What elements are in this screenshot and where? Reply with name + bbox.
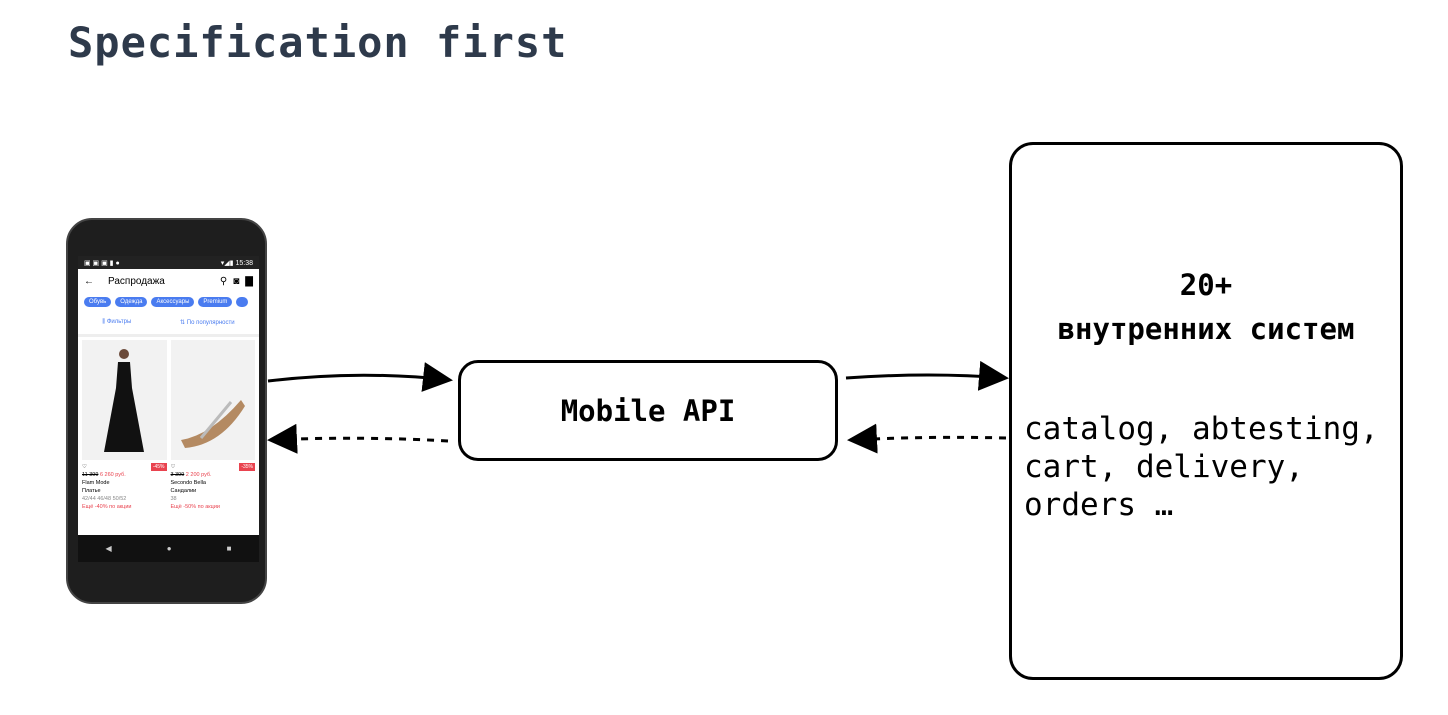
phone-mockup: ▣ ▣ ▣ ▮ ● ▾◢▮ 15:38 ← Распродажа ⚲ ◙ ▇ Об… xyxy=(66,218,267,604)
mobile-api-label: Mobile API xyxy=(560,393,736,428)
chip[interactable]: Одежда xyxy=(115,297,148,307)
systems-label: внутренних систем xyxy=(1057,312,1355,346)
discount-badge: -45% xyxy=(150,463,167,471)
search-icon[interactable]: ⚲ xyxy=(219,275,228,287)
filter-sort-bar: ⫼ Фильтры ⇅ По популярности xyxy=(78,311,259,337)
product-image-dress xyxy=(82,340,167,460)
product-card[interactable]: ♡ -35% 3 399 2 200 руб. Secondo Bella Сан… xyxy=(170,340,255,511)
chip[interactable]: Аксессуары xyxy=(151,297,195,307)
app-bar: ← Распродажа ⚲ ◙ ▇ xyxy=(78,269,259,293)
sort-icon: ⇅ xyxy=(180,320,187,326)
slide-title: Specification first xyxy=(68,18,568,67)
price: 2 200 руб. xyxy=(185,472,212,478)
discount-badge: -35% xyxy=(239,463,255,471)
category-chips: Обувь Одежда Аксессуары Premium xyxy=(78,293,259,311)
product-grid: ♡-45% 11 399 6 260 руб. Flam Mode Платье… xyxy=(78,337,259,514)
old-price: 11 399 xyxy=(82,472,99,478)
filters-button[interactable]: ⫼ Фильтры xyxy=(102,319,131,326)
phone-screen: ▣ ▣ ▣ ▮ ● ▾◢▮ 15:38 ← Распродажа ⚲ ◙ ▇ Об… xyxy=(78,256,259,562)
status-bar: ▣ ▣ ▣ ▮ ● ▾◢▮ 15:38 xyxy=(78,256,259,269)
home-icon[interactable]: ● xyxy=(166,544,172,553)
systems-list-line: catalog, abtesting, xyxy=(1024,411,1379,447)
product-image-sandal xyxy=(170,340,255,460)
product-card[interactable]: ♡ -45% 11 399 6 260 руб. Flam Mode Платье… xyxy=(82,340,167,511)
response-arrow-systems-to-api xyxy=(847,423,1007,454)
heart-icon[interactable]: ♡ xyxy=(170,464,176,470)
systems-list-line: cart, delivery, xyxy=(1024,449,1304,485)
back-arrow-icon[interactable]: ← xyxy=(84,275,94,287)
chip[interactable] xyxy=(236,297,249,307)
request-arrow-phone-to-api xyxy=(267,362,453,392)
heart-icon[interactable]: ♡ xyxy=(82,464,87,470)
screen-title: Распродажа xyxy=(108,275,165,287)
sort-label: По популярности xyxy=(186,320,235,326)
chip[interactable]: Обувь xyxy=(84,297,112,307)
filters-label: Фильтры xyxy=(106,319,132,325)
notification-icons: ▣ ▣ ▣ ▮ ● xyxy=(84,259,120,267)
systems-list-line: orders … xyxy=(1024,487,1174,523)
sizes: 38 xyxy=(170,496,177,502)
internal-systems-box: 20+ внутренних систем catalog, abtesting,… xyxy=(1009,142,1403,680)
systems-count: 20+ xyxy=(1179,268,1233,302)
product-type: Платье xyxy=(82,488,101,494)
recents-icon[interactable]: ■ xyxy=(226,544,232,553)
request-arrow-api-to-systems xyxy=(845,360,1009,391)
systems-list: catalog, abtesting, cart, delivery, orde… xyxy=(1024,410,1379,524)
brand: Secondo Bella xyxy=(170,480,206,486)
promo: Ещё -50% по акции xyxy=(170,504,220,510)
signal-icon: ▾◢▮ xyxy=(220,259,236,267)
camera-icon[interactable]: ◙ xyxy=(233,275,240,287)
old-price: 3 399 xyxy=(170,472,185,478)
promo: Ещё -40% по акции xyxy=(82,504,132,510)
sliders-icon: ⫼ xyxy=(102,319,107,325)
response-arrow-api-to-phone xyxy=(267,423,449,454)
status-time: 15:38 xyxy=(235,259,253,267)
cart-icon[interactable]: ▇ xyxy=(245,275,253,287)
brand: Flam Mode xyxy=(82,480,110,486)
android-nav-bar: ◀ ● ■ xyxy=(78,535,259,562)
sizes: 42/44 46/48 50/52 xyxy=(82,496,127,502)
sort-button[interactable]: ⇅ По популярности xyxy=(180,319,235,326)
product-type: Сандалии xyxy=(170,488,197,494)
price: 6 260 руб. xyxy=(99,472,126,478)
back-icon[interactable]: ◀ xyxy=(105,544,112,553)
chip[interactable]: Premium xyxy=(198,297,233,307)
mobile-api-box: Mobile API xyxy=(458,360,838,461)
